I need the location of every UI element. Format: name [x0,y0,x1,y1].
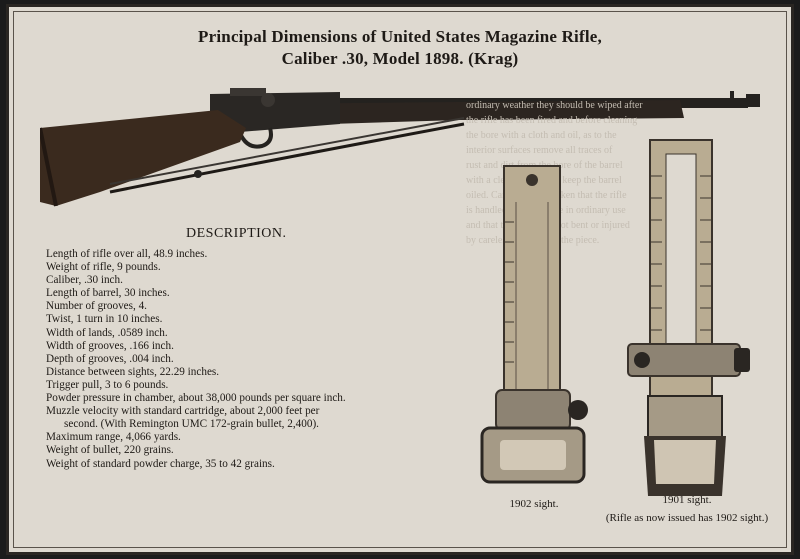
sight-1902-illustration [480,165,588,484]
spec-powder-charge: Weight of standard powder charge, 35 to … [46,457,275,470]
page-frame: Principal Dimensions of United States Ma… [6,4,794,555]
description-list: Length of rifle over all, 48.9 inches. W… [46,248,466,471]
spec-muzzle-velocity: Muzzle velocity with standard cartridge,… [46,405,320,418]
sight-1901-caption: 1901 sight. [662,494,712,506]
sight-1902-caption: 1902 sight. [509,498,559,510]
spec-chamber-pressure: Powder pressure in chamber, about 38,000… [46,392,346,405]
spec-groove-width: Width of grooves, .166 inch. [46,339,174,352]
title-line-2: Caliber .30, Model 1898. (Krag) [281,49,519,68]
spec-land-width: Width of lands, .0589 inch. [46,326,168,339]
plate-title: Principal Dimensions of United States Ma… [14,26,786,70]
spec-weight: Weight of rifle, 9 pounds. [46,261,161,274]
spec-twist: Twist, 1 turn in 10 inches. [46,313,163,326]
description-heading: DESCRIPTION. [186,226,287,241]
spec-groove-depth: Depth of grooves, .004 inch. [46,352,174,365]
sight-1901-illustration [627,139,750,496]
spec-trigger-pull: Trigger pull, 3 to 6 pounds. [46,378,169,391]
sight-1901-note: (Rifle as now issued has 1902 sight.) [605,512,769,524]
spec-max-range: Maximum range, 4,066 yards. [46,431,181,444]
spec-sight-distance: Distance between sights, 22.29 inches. [46,365,220,378]
krag-rifle-illustration [40,88,760,207]
title-line-1: Principal Dimensions of United States Ma… [198,27,602,46]
spec-overall-length: Length of rifle over all, 48.9 inches. [46,248,208,260]
spec-barrel-length: Length of barrel, 30 inches. [46,287,170,300]
spec-grooves: Number of grooves, 4. [46,300,147,313]
spec-caliber: Caliber, .30 inch. [46,274,123,287]
spec-bullet-weight: Weight of bullet, 220 grains. [46,444,174,457]
plate: Principal Dimensions of United States Ma… [13,11,787,548]
spec-muzzle-velocity-cont: second. (With Remington UMC 172-grain bu… [64,418,319,431]
